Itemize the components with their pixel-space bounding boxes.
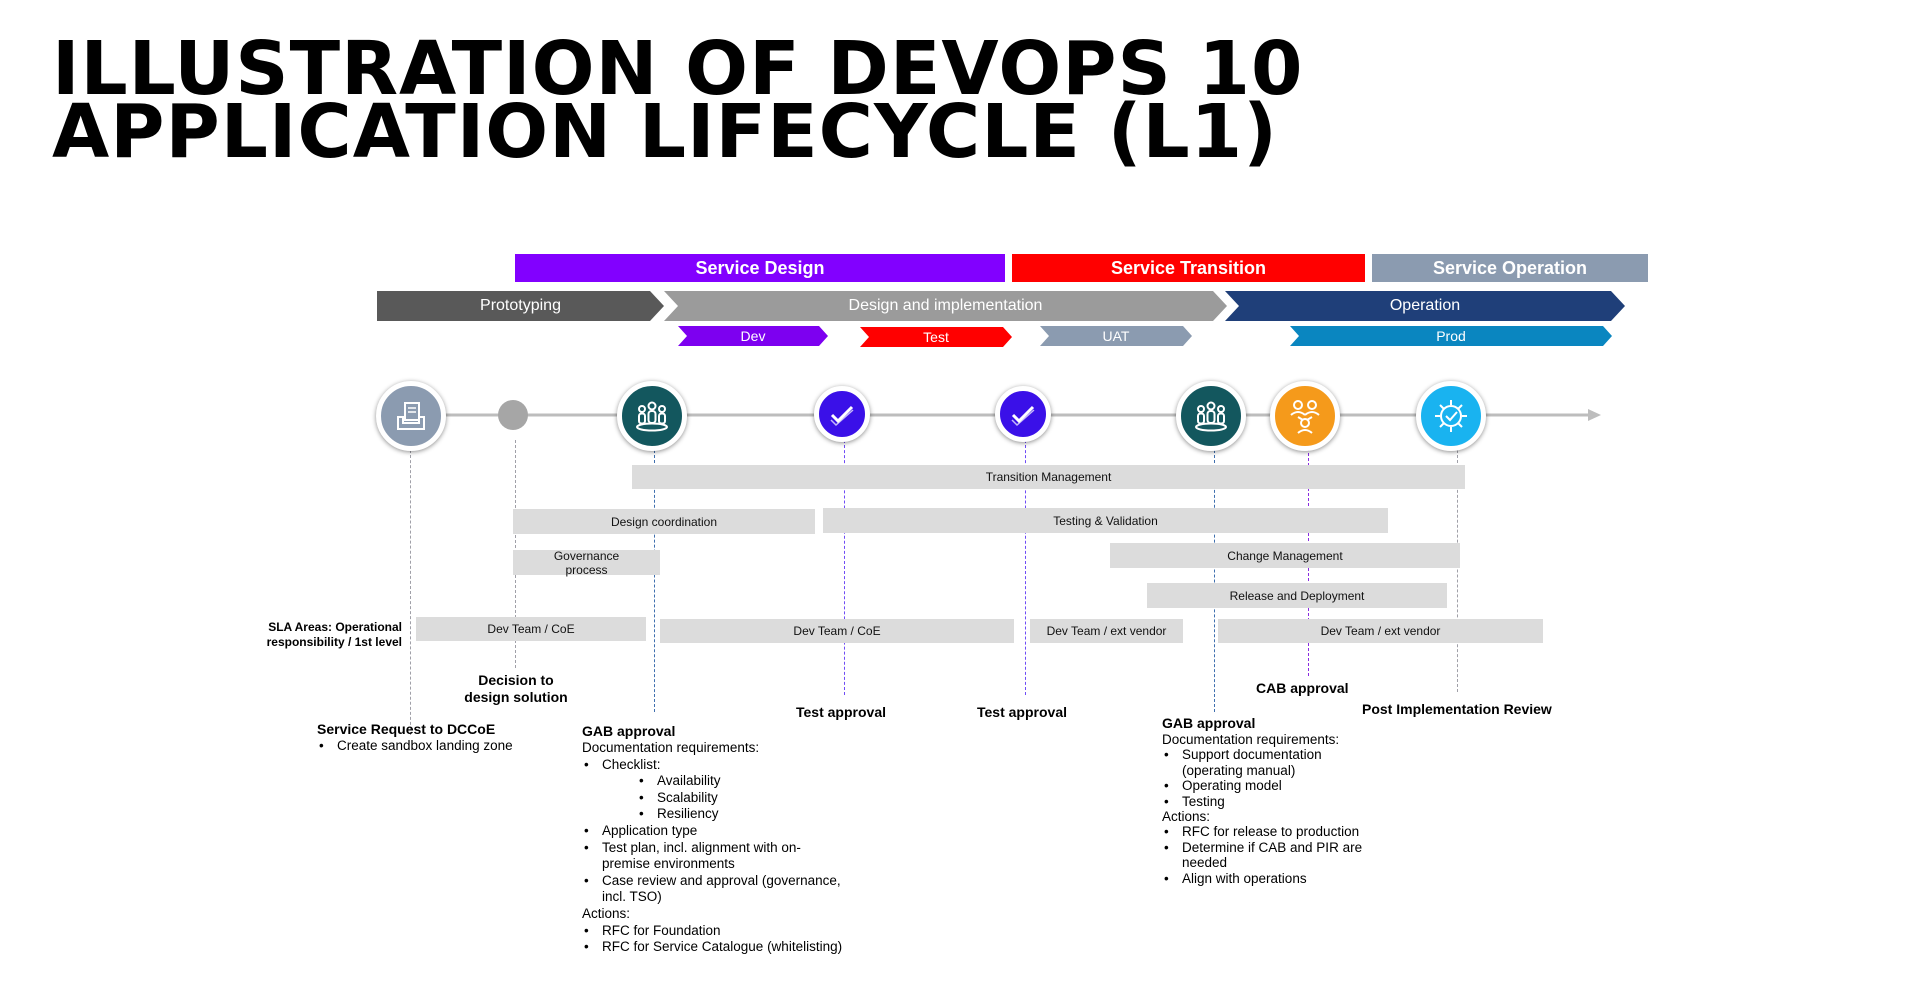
stage-label: Design and implementation: [848, 297, 1043, 314]
milestone-line: [410, 450, 411, 735]
env-dev: Dev: [678, 326, 828, 346]
service-request-title: Service Request to DCCoE: [317, 721, 496, 737]
env-label: UAT: [1102, 328, 1130, 344]
bar-dev-team-ext-vendor: Dev Team / ext vendor: [1218, 619, 1543, 643]
list-item: RFC for release to production: [1162, 824, 1377, 840]
bar-design-coordination: Design coordination: [513, 509, 815, 534]
list-item: RFC for Foundation: [582, 923, 844, 940]
gab-approval-block: GAB approval Documentation requirements:…: [582, 723, 844, 956]
phase-service-transition: Service Transition: [1012, 254, 1365, 282]
list-item: RFC for Service Catalogue (whitelisting): [582, 939, 844, 956]
bar-governance-process: Governance process: [513, 549, 660, 577]
env-label: Prod: [1436, 328, 1466, 344]
env-label: Test: [923, 329, 949, 345]
cab-approval-label: CAB approval: [1256, 680, 1349, 696]
service-request-block: Service Request to DCCoE Create sandbox …: [317, 721, 517, 755]
doc-requirements-label: Documentation requirements:: [582, 740, 760, 755]
bar-dev-team-ext-vendor: Dev Team / ext vendor: [1030, 619, 1183, 643]
bar-change-management: Change Management: [1110, 543, 1460, 568]
gear-check-icon: [1416, 381, 1486, 451]
checkmark-icon: [995, 386, 1051, 442]
people-network-icon: [1270, 381, 1340, 451]
decision-label: Decision to design solution: [464, 672, 568, 705]
stage-label: Prototyping: [480, 297, 561, 314]
list-item: Availability: [582, 773, 844, 790]
gab-approval-block: GAB approval Documentation requirements:…: [1162, 715, 1377, 886]
doc-requirements-label: Documentation requirements:: [1162, 732, 1340, 747]
env-label: Dev: [740, 328, 766, 344]
list-item: Application type: [582, 823, 844, 840]
checkmark-icon: [814, 386, 870, 442]
env-uat: UAT: [1040, 326, 1192, 346]
document-tray-icon: [376, 381, 446, 451]
gab-approval-title: GAB approval: [582, 723, 676, 739]
list-item: Align with operations: [1162, 871, 1377, 887]
bar-dev-team-coe: Dev Team / CoE: [416, 617, 646, 641]
pir-label: Post Implementation Review: [1362, 701, 1552, 717]
phase-service-operation: Service Operation: [1372, 254, 1648, 282]
sla-label: SLA Areas: Operational responsibility / …: [266, 620, 402, 649]
gab-approval-title: GAB approval: [1162, 715, 1256, 731]
env-test: Test: [860, 327, 1012, 347]
bar-release-deployment: Release and Deployment: [1147, 583, 1447, 608]
list-item: Checklist:: [582, 757, 844, 774]
list-item: Scalability: [582, 790, 844, 807]
list-item: Determine if CAB and PIR are needed: [1162, 840, 1377, 871]
bar-dev-team-coe: Dev Team / CoE: [660, 619, 1014, 643]
test-approval-label: Test approval: [796, 704, 886, 720]
phase-label: Service Operation: [1432, 257, 1588, 278]
list-item: Support documentation (operating manual): [1162, 747, 1377, 778]
actions-label: Actions:: [582, 905, 631, 921]
page-title: ILLUSTRATION OF DEVOPS 10 APPLICATION LI…: [52, 26, 1304, 175]
milestone-line: [1025, 440, 1026, 695]
milestone-line: [654, 450, 655, 712]
stage-prototyping: Prototyping: [377, 291, 664, 321]
list-item: Testing: [1162, 794, 1377, 810]
list-item: Case review and approval (governance, in…: [582, 873, 844, 906]
list-item: Test plan, incl. alignment with on-premi…: [582, 840, 844, 873]
milestone-line: [1214, 450, 1215, 712]
phase-label: Service Transition: [1110, 257, 1267, 278]
phase-label: Service Design: [695, 257, 825, 278]
team-group-icon: [617, 381, 687, 451]
stage-label: Operation: [1389, 297, 1461, 314]
stage-operation: Operation: [1225, 291, 1625, 321]
phase-service-design: Service Design: [515, 254, 1005, 282]
list-item: Create sandbox landing zone: [317, 738, 517, 755]
milestone-line: [1457, 450, 1458, 692]
env-prod: Prod: [1290, 326, 1612, 346]
list-item: Operating model: [1162, 778, 1377, 794]
bar-transition-management: Transition Management: [632, 465, 1465, 489]
actions-label: Actions:: [1162, 809, 1211, 825]
team-group-icon: [1176, 381, 1246, 451]
stage-design-implementation: Design and implementation: [664, 291, 1227, 321]
bar-testing-validation: Testing & Validation: [823, 508, 1388, 533]
test-approval-label: Test approval: [977, 704, 1067, 720]
gray-dot: [498, 400, 528, 430]
list-item: Resiliency: [582, 806, 844, 823]
milestone-line: [844, 440, 845, 695]
